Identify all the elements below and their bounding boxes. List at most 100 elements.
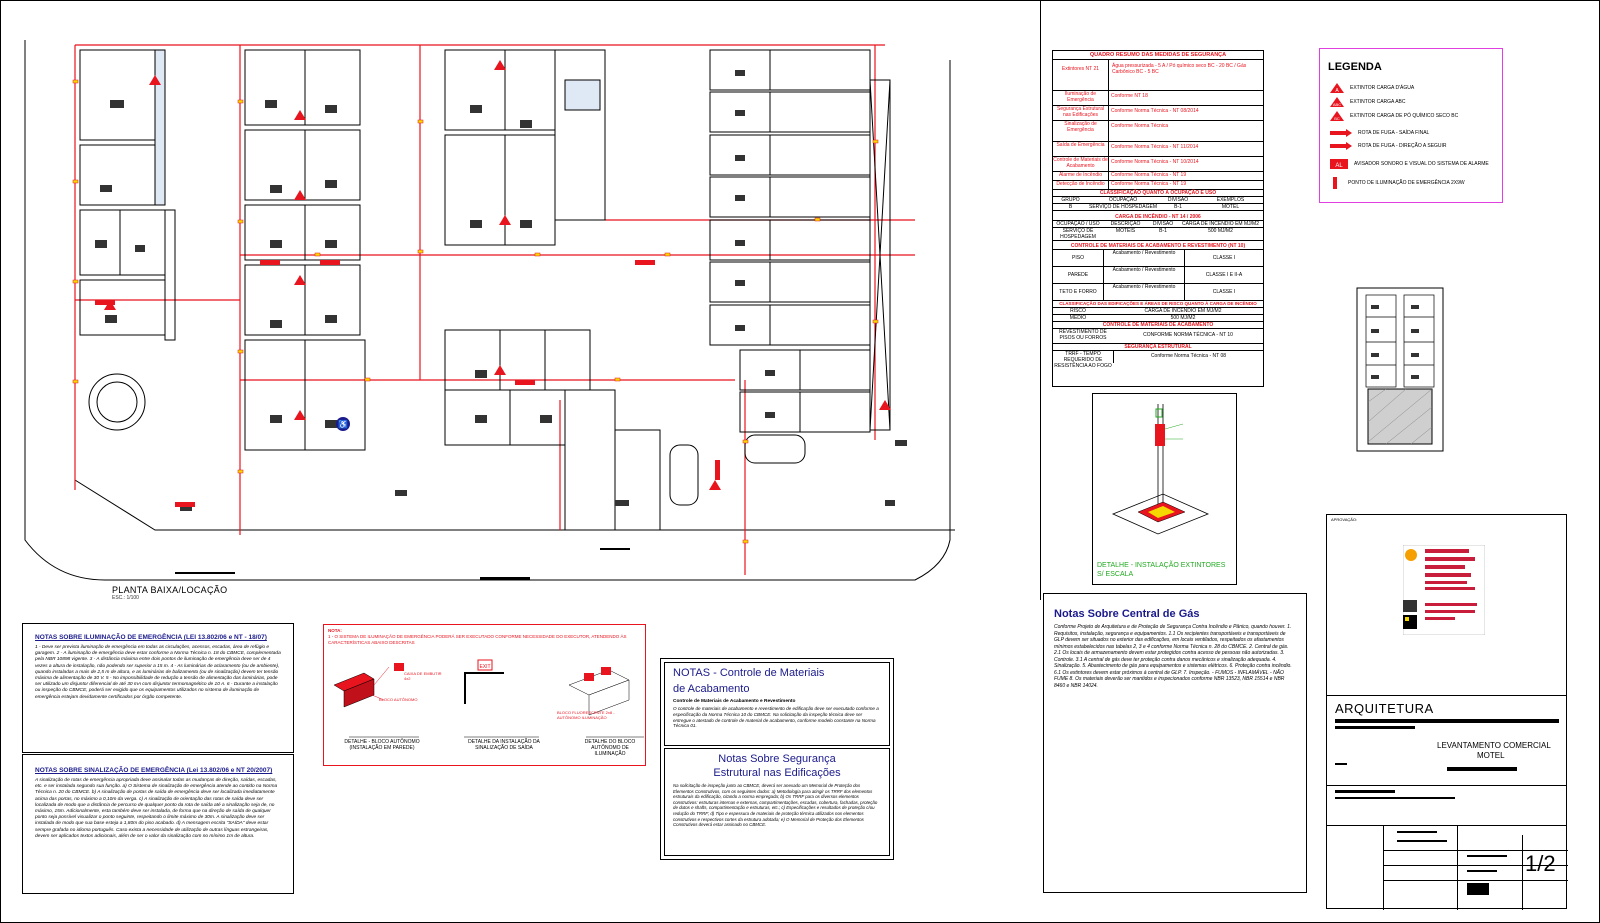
cell: B	[1068, 204, 1073, 210]
cell: OCUPAÇÃO	[1108, 197, 1138, 203]
cell: GRUPO	[1061, 197, 1080, 203]
materials-notes-body: O controle de materiais de acabamento e …	[673, 706, 879, 729]
safety-rows: Extintores NT 21 Água pressurizada - 5 A…	[1053, 60, 1263, 190]
structural-row: TRRF - TEMPO REQUERIDO DE RESISTÊNCIA AO…	[1053, 351, 1263, 369]
fire-load-headers: OCUPAÇÃO / USO DESCRIÇÃO DIVISÃO CARGA D…	[1053, 221, 1263, 228]
nota-title: NOTA:	[328, 628, 342, 633]
nota-label-caixa: CAIXA DE EMBUTIR 4x2	[404, 671, 442, 681]
room-block-center-left	[244, 49, 366, 451]
floor-plan[interactable]: ♿	[15, 20, 1035, 600]
cell: REVESTIMENTO DE PISOS OU FORROS	[1059, 329, 1107, 341]
redacted-bar	[1335, 797, 1455, 799]
gas-notes-box: Notas Sobre Central de Gás Conforme Proj…	[1043, 593, 1307, 893]
legend-label: EXTINTOR CARGA DE PÓ QUÍMICO SECO BC	[1350, 113, 1459, 119]
nota-label-bloco: BLOCO AUTÔNOMO	[379, 697, 418, 702]
exit-route-final-icon	[1330, 129, 1352, 137]
safety-row-label: Alarme de Incêndio	[1053, 172, 1109, 180]
cell: EXEMPLOS	[1216, 197, 1245, 203]
safety-row-label: Sinalização de Emergência	[1053, 121, 1109, 141]
signage-notes-title: NOTAS SOBRE SINALIZAÇÃO DE EMERGÊNCIA (L…	[35, 767, 273, 774]
redacted-bar	[1335, 719, 1559, 723]
lighting-notes-body: 1 - Deve ser prevista iluminação de emer…	[35, 645, 281, 700]
nota-detail-drawings: EXIT	[333, 659, 644, 738]
cell: MOTEL	[1221, 204, 1240, 210]
structural-notes-body: Na solicitação de inspeção junto ao CBMC…	[673, 783, 878, 828]
redacted-bar	[1335, 790, 1395, 793]
structural-notes-box: Notas Sobre Segurança Estrutural nas Edi…	[664, 748, 890, 856]
safety-row-value: Conforme Norma Técnica	[1111, 123, 1169, 129]
materials-row: PISO Acabamento / Revestimento CLASSE I	[1053, 250, 1263, 267]
nota-label-bloco-fluor: BLOCO FLUORESCENTE 2x8 - AUTÔNOMO ILUMIN…	[557, 710, 615, 720]
svg-text:A: A	[1335, 88, 1339, 93]
cell: TETO E FORRO	[1059, 289, 1097, 295]
cell: OCUPAÇÃO / USO	[1056, 221, 1100, 227]
safety-row-value: Conforme NT 18	[1111, 93, 1148, 99]
cell: Acabamento / Revestimento	[1103, 250, 1185, 266]
cell: PISO	[1072, 255, 1084, 261]
gas-notes-title: Notas Sobre Central de Gás	[1054, 608, 1200, 620]
legend-label: AVISADOR SONORO E VISUAL DO SISTEMA DE A…	[1354, 161, 1489, 167]
emergency-light-icon	[1333, 177, 1337, 189]
legend-label: EXTINTOR CARGA D'ÁGUA	[1350, 85, 1415, 91]
legend-title: LEGENDA	[1328, 61, 1382, 73]
legend-box: LEGENDA A EXTINTOR CARGA D'ÁGUA A BC EXTI…	[1319, 48, 1503, 203]
redacted-bar	[1397, 831, 1437, 833]
legend-item: A EXTINTOR CARGA D'ÁGUA	[1330, 83, 1414, 93]
parked-cars	[669, 434, 806, 506]
svg-text:♿: ♿	[338, 419, 348, 429]
safety-row-label: Detecção de Incêndio	[1053, 181, 1109, 189]
title-grid	[1383, 825, 1384, 910]
room-block-right	[709, 49, 891, 433]
alarm-icon: AL	[1330, 159, 1348, 169]
safety-row-label: Controle de Materiais de Acabamento	[1053, 157, 1109, 171]
title-grid	[1457, 825, 1458, 910]
safety-row-value: Conforme Norma Técnica - NT 19	[1111, 181, 1187, 187]
cell: CARGA DE INCÊNDIO EM MJ/M2	[1144, 308, 1222, 314]
safety-row: Segurança Estrutural nas Edificações Con…	[1053, 106, 1263, 121]
safety-row-value: Conforme Norma Técnica - NT 10/2014	[1111, 159, 1199, 165]
control-title: CONTROLE DE MATERIAIS DE ACABAMENTO	[1053, 322, 1263, 329]
risk-row: MÉDIO 500 MJ/M2	[1053, 315, 1263, 322]
materials-title: CONTROLE DE MATERIAIS DE ACABAMENTO E RE…	[1053, 243, 1263, 250]
redacted-bar	[1467, 855, 1507, 857]
signage-notes-box: NOTAS SOBRE SINALIZAÇÃO DE EMERGÊNCIA (L…	[22, 754, 294, 894]
cell: PAREDE	[1067, 272, 1089, 278]
safety-row: Sinalização de Emergência Conforme Norma…	[1053, 121, 1263, 142]
safety-row-label: Extintores NT 21	[1053, 60, 1109, 90]
notes-outer-frame	[660, 658, 894, 860]
sheet-number: 1/2	[1525, 851, 1556, 876]
cell: CARGA DE INCÊNDIO EM MJ/M2	[1182, 221, 1259, 227]
project-line-1: LEVANTAMENTO COMERCIAL	[1437, 741, 1551, 750]
room-block-center	[444, 49, 661, 531]
nota-text: 1 - O SISTEMA DE ILUMINAÇÃO DE EMERGÊNCI…	[328, 634, 627, 645]
cell: 500 MJ/M2	[1208, 228, 1233, 234]
emergency-light-markers	[72, 79, 879, 544]
title-divider	[1327, 785, 1566, 786]
legend-label: ROTA DE FUGA - DIREÇÃO A SEGUIR	[1358, 143, 1447, 149]
cell: MÉDIO	[1069, 315, 1087, 321]
escape-route-lines	[74, 44, 915, 575]
cell: Conforme Norma Técnica - NT 08	[1150, 353, 1227, 359]
redacted-bar	[1467, 883, 1489, 895]
control-row: REVESTIMENTO DE PISOS OU FORROS CONFORME…	[1053, 329, 1263, 344]
lighting-notes-title: NOTAS SOBRE ILUMINAÇÃO DE EMERGÊNCIA (LE…	[35, 634, 267, 641]
legend-item: ROTA DE FUGA - DIREÇÃO A SEGUIR	[1330, 142, 1447, 150]
cell: B-1	[1159, 228, 1167, 234]
structural-notes-title-2: Estrutural nas Edificações	[713, 767, 841, 779]
legend-label: EXTINTOR CARGA ABC	[1350, 99, 1406, 105]
cell: DIVISÃO	[1152, 221, 1174, 227]
title-grid	[1383, 850, 1568, 851]
extinguisher-detail-drawing	[1111, 404, 1210, 535]
bc-extinguisher-icon: BC	[1330, 111, 1344, 121]
extinguisher-markers	[104, 60, 891, 490]
title-grid	[1383, 865, 1568, 866]
nota-detail-3: DETALHE DO BLOCO AUTÔNOMO DE ILUMINAÇÃO	[584, 739, 636, 757]
round-gazebo	[88, 373, 146, 431]
legend-label: ROTA DE FUGA - SAÍDA FINAL	[1358, 130, 1430, 136]
safety-row-label: Saída de Emergência	[1053, 142, 1109, 156]
legend-item: BC EXTINTOR CARGA DE PÓ QUÍMICO SECO BC	[1330, 111, 1458, 121]
safety-row-label: Iluminação de Emergência	[1053, 91, 1109, 105]
title-grid	[1383, 880, 1568, 881]
safety-row: Iluminação de Emergência Conforme NT 18	[1053, 91, 1263, 106]
legend-label: PONTO DE ILUMINAÇÃO DE EMERGÊNCIA 2X9W	[1348, 180, 1465, 186]
